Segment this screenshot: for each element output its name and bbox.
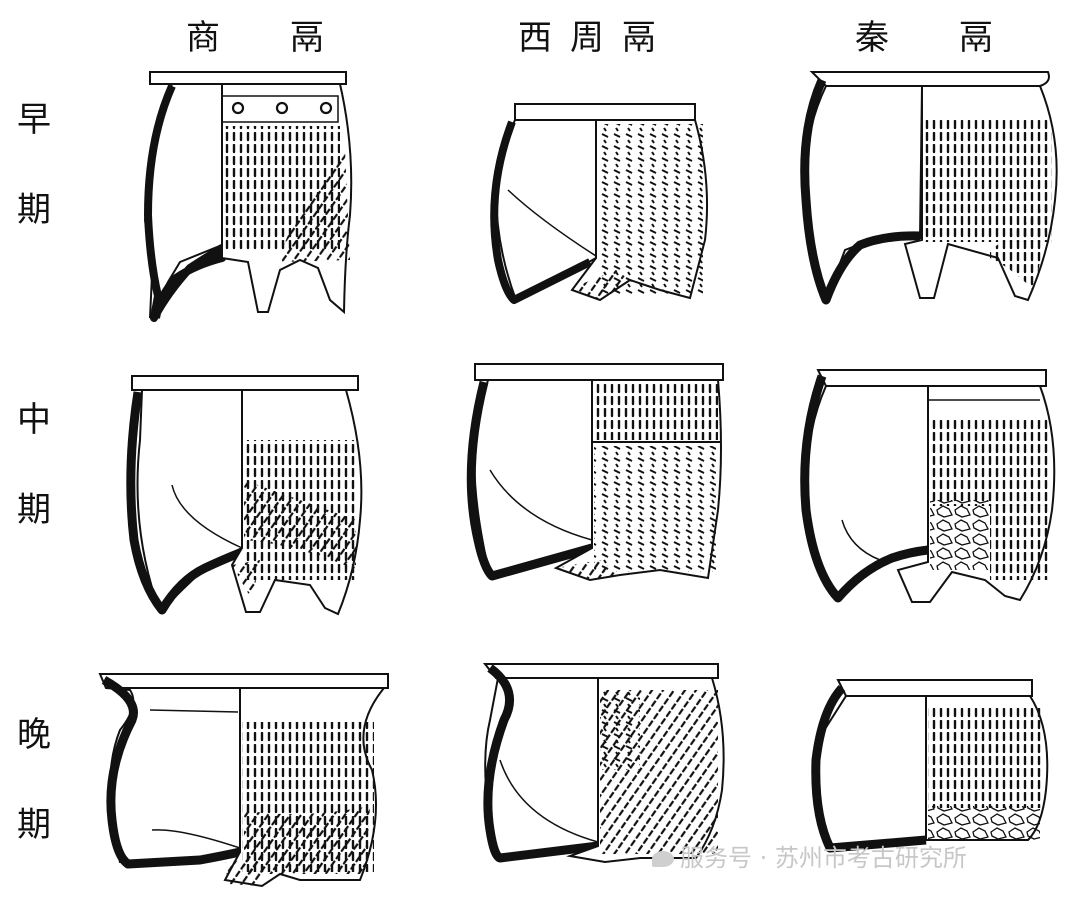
vessel-western-zhou-late	[482, 663, 725, 864]
wechat-icon	[652, 851, 674, 867]
row-header-late-char1: 晚	[17, 715, 51, 755]
vessel-shang-middle	[126, 375, 363, 616]
row-header-late: 晚 期	[14, 690, 54, 870]
column-header-western-zhou: 西周鬲	[518, 18, 674, 58]
row-header-middle: 中 期	[14, 375, 54, 555]
vessel-qin-early	[800, 71, 1058, 305]
vessel-qin-late	[811, 679, 1049, 853]
row-header-early: 早 期	[14, 75, 54, 255]
row-header-early-char2: 期	[17, 190, 51, 230]
vessel-shang-late	[98, 673, 389, 888]
column-header-qin: 秦 鬲	[855, 18, 1011, 58]
row-header-late-char2: 期	[17, 805, 51, 845]
vessel-qin-middle	[800, 369, 1056, 603]
row-header-middle-char1: 中	[17, 400, 51, 440]
column-header-shang: 商 鬲	[186, 18, 342, 58]
vessel-western-zhou-early	[490, 103, 708, 304]
vessel-shang-early	[143, 71, 353, 322]
row-header-early-char1: 早	[17, 100, 51, 140]
row-header-middle-char2: 期	[17, 490, 51, 530]
watermark: 服务号 · 苏州市考古研究所	[652, 838, 967, 873]
watermark-text: 服务号 · 苏州市考古研究所	[680, 844, 967, 872]
vessel-western-zhou-middle	[466, 363, 724, 582]
